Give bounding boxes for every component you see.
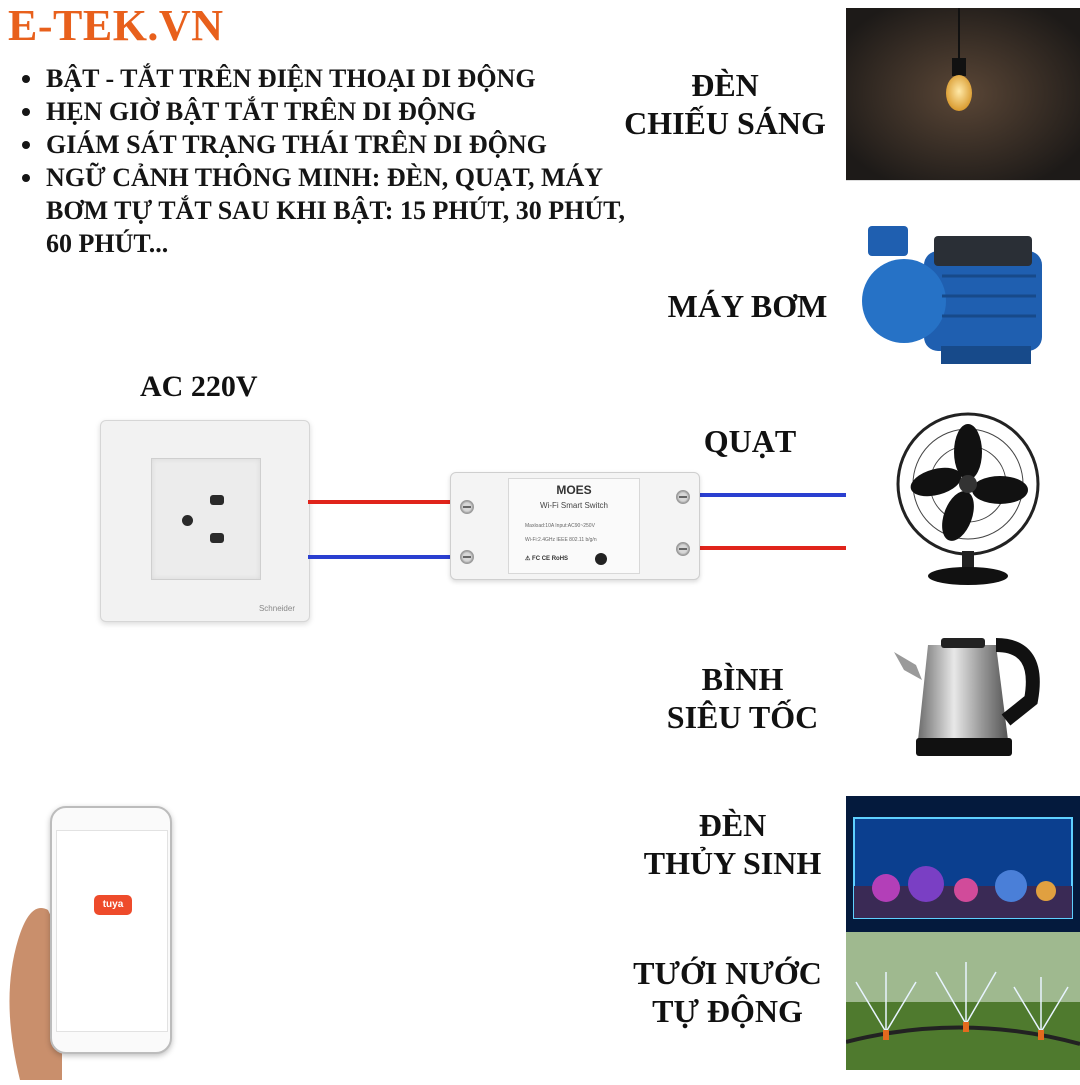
- phone-screen: tuya: [56, 830, 168, 1032]
- relay-title: Wi-Fi Smart Switch: [540, 501, 608, 510]
- device-label-light: ĐÈN CHIẾU SÁNG: [610, 66, 840, 142]
- hand-holding-phone: [0, 880, 70, 1080]
- desk-fan-image: [846, 406, 1080, 591]
- socket-outlet: [151, 458, 261, 580]
- aquarium-image: [846, 796, 1080, 932]
- feature-item: GIÁM SÁT TRẠNG THÁI TRÊN DI ĐỘNG: [22, 128, 636, 161]
- feature-item: HẸN GIỜ BẬT TẮT TRÊN DI ĐỘNG: [22, 95, 636, 128]
- tuya-app-icon[interactable]: tuya: [94, 895, 132, 915]
- wifi-smart-switch: MOES Wi-Fi Smart Switch Maxload:10A Inpu…: [450, 472, 700, 580]
- label-line: SIÊU TỐC: [666, 699, 819, 735]
- neutral-wire-input: [308, 555, 463, 559]
- wall-socket: Schneider: [100, 420, 310, 622]
- label-line: THỦY SINH: [643, 845, 822, 881]
- label-line: BÌNH: [701, 661, 784, 697]
- terminal-screw-icon: [460, 550, 474, 564]
- ac-voltage-label: AC 220V: [140, 370, 258, 403]
- device-label-kettle: BÌNH SIÊU TỐC: [640, 660, 845, 736]
- live-wire-output: [686, 546, 848, 550]
- label-line: ĐÈN: [698, 807, 767, 843]
- garden-sprinkler-image: [846, 932, 1080, 1070]
- device-label-fan: QUẠT: [660, 422, 840, 460]
- label-line: TƯỚI NƯỚC: [633, 955, 822, 991]
- label-line: MÁY BƠM: [667, 288, 828, 324]
- terminal-screw-icon: [676, 542, 690, 556]
- socket-pin-icon: [182, 515, 193, 526]
- water-pump-image: [846, 180, 1080, 408]
- label-line: CHIẾU SÁNG: [624, 105, 826, 141]
- light-bulb-image: [846, 8, 1080, 180]
- relay-button: [595, 553, 607, 565]
- socket-pin-icon: [210, 533, 224, 543]
- device-label-aquarium: ĐÈN THỦY SINH: [620, 806, 845, 882]
- relay-certification: ⚠ FC CE RoHS: [525, 556, 569, 562]
- electric-kettle-image: [846, 590, 1080, 797]
- label-line: QUẠT: [703, 423, 797, 459]
- label-line: ĐÈN: [691, 67, 759, 103]
- neutral-wire-output: [686, 493, 848, 497]
- feature-item: NGỮ CẢNH THÔNG MINH: ĐÈN, QUẠT, MÁY BƠM …: [22, 161, 636, 260]
- device-label-pump: MÁY BƠM: [640, 287, 855, 325]
- terminal-screw-icon: [460, 500, 474, 514]
- label-line: TỰ ĐỘNG: [652, 993, 803, 1029]
- terminal-screw-icon: [676, 490, 690, 504]
- relay-brand: MOES: [556, 483, 592, 497]
- brand-logo-text: E-TEK.VN: [8, 1, 224, 50]
- socket-brand-text: Schneider: [258, 604, 295, 613]
- feature-list: BẬT - TẮT TRÊN ĐIỆN THOẠI DI ĐỘNG HẸN GI…: [18, 62, 636, 260]
- relay-spec: Maxload:10A Input:AC90~250V: [525, 523, 595, 529]
- relay-label-panel: MOES Wi-Fi Smart Switch Maxload:10A Inpu…: [508, 478, 640, 574]
- live-wire-input: [308, 500, 463, 504]
- feature-item: BẬT - TẮT TRÊN ĐIỆN THOẠI DI ĐỘNG: [22, 62, 636, 95]
- relay-spec: Wi-Fi:2.4GHz IEEE 802.11 b/g/n: [525, 537, 597, 543]
- device-label-sprinkler: TƯỚI NƯỚC TỰ ĐỘNG: [610, 954, 845, 1030]
- smartphone: tuya: [50, 806, 172, 1054]
- socket-pin-icon: [210, 495, 224, 505]
